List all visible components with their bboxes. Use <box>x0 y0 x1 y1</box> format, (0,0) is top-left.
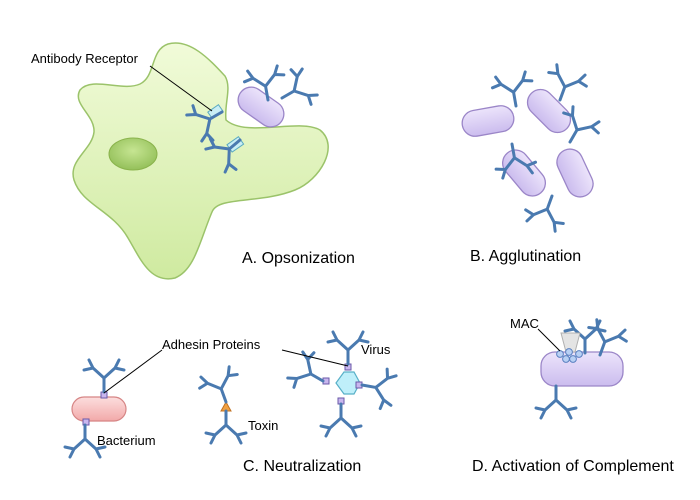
agglutination-title: B. Agglutination <box>470 248 582 265</box>
adhesin-pointer-bacterium <box>103 349 163 394</box>
complement-title: D. Activation of Complement <box>472 458 674 475</box>
mac-label: MAC <box>510 316 539 331</box>
antibody <box>357 363 399 412</box>
neutralization-title: C. Neutralization <box>243 458 362 475</box>
complement-bacterium <box>540 351 624 387</box>
adhesin-pointer-virus <box>281 349 349 367</box>
adhesin-proteins-label: Adhesin Proteins <box>162 337 261 352</box>
toxin-label: Toxin <box>248 418 279 433</box>
virus-label: Virus <box>361 342 391 357</box>
mac-pores <box>556 348 583 363</box>
agglutination-cluster <box>461 88 594 198</box>
antibody-receptor-label: Antibody Receptor <box>31 51 138 66</box>
antibody <box>319 402 363 438</box>
antibody <box>204 409 248 445</box>
antibody <box>82 358 126 394</box>
antibody <box>194 363 247 411</box>
antibody-receptor-pointer <box>149 65 213 112</box>
opsonized-bacterium <box>237 86 285 128</box>
opsonization-title: A. Opsonization <box>242 250 355 267</box>
red-bacterium <box>71 396 127 422</box>
nucleus <box>108 137 158 171</box>
mac-pointer <box>537 328 561 352</box>
antibody <box>283 346 335 400</box>
bacterium-label: Bacterium <box>97 433 156 448</box>
mac-complex <box>560 332 581 353</box>
macrophage-cell <box>72 42 329 280</box>
antibody <box>534 384 578 420</box>
